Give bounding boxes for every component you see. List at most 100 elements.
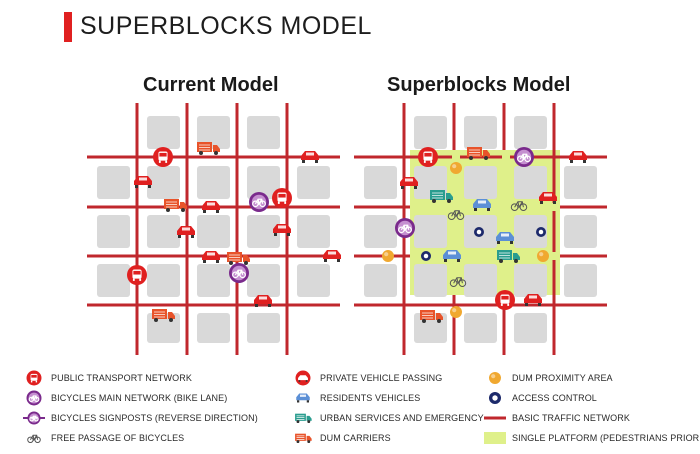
public-transport-icon xyxy=(127,265,147,285)
legend-item: RESIDENTS VEHICLES xyxy=(292,390,420,406)
private-vehicle-car xyxy=(134,176,152,188)
dum-proximity-dot xyxy=(537,250,549,262)
legend-item: BASIC TRAFFIC NETWORK xyxy=(484,410,630,426)
bicycle-main-network-icon xyxy=(249,192,269,212)
public-transport-icon xyxy=(418,147,438,167)
access-control-icon xyxy=(489,392,501,404)
platform-swatch xyxy=(484,432,506,444)
single-platform-area xyxy=(502,150,510,295)
residents-vehicle-car xyxy=(473,199,491,211)
title-accent-bar xyxy=(64,12,72,42)
city-block xyxy=(564,166,597,199)
public-transport-icon xyxy=(26,370,42,386)
city-block xyxy=(514,116,547,149)
legend-label: DUM PROXIMITY AREA xyxy=(512,373,613,383)
urban-services-van xyxy=(430,190,453,203)
dum-carrier-truck xyxy=(197,142,220,155)
free-bicycle-icon xyxy=(510,201,528,211)
city-block xyxy=(147,166,180,199)
city-block xyxy=(514,166,547,199)
legend-label: RESIDENTS VEHICLES xyxy=(320,393,421,403)
car-glyph xyxy=(296,393,310,403)
city-block xyxy=(147,116,180,149)
dum-carrier-truck xyxy=(227,252,250,265)
city-block xyxy=(247,116,280,149)
residents-vehicle-car xyxy=(496,232,514,244)
city-block xyxy=(364,215,397,248)
single-platform-icon xyxy=(484,432,506,444)
city-block xyxy=(297,215,330,248)
city-block xyxy=(197,313,230,343)
city-block xyxy=(297,264,330,297)
legend-item: PRIVATE VEHICLE PASSING xyxy=(292,370,442,386)
legend-item: SINGLE PLATFORM (PEDESTRIANS PRIORITY) xyxy=(484,430,700,446)
city-block xyxy=(514,215,547,248)
legend-label: BICYCLES SIGNPOSTS (REVERSE DIRECTION) xyxy=(51,413,258,423)
superblocks-model-title: Superblocks Model xyxy=(387,74,571,96)
private-vehicle-car xyxy=(301,151,319,163)
van-glyph xyxy=(295,413,312,424)
private-vehicle-car xyxy=(177,226,195,238)
current-model-grid xyxy=(87,103,341,355)
dum-carriers-icon xyxy=(295,433,312,444)
public-transport-icon xyxy=(153,147,173,167)
city-block xyxy=(514,313,547,343)
city-block xyxy=(247,215,280,248)
private-vehicle-car xyxy=(539,192,557,204)
single-platform-area xyxy=(410,252,560,260)
public-transport-icon xyxy=(26,370,42,386)
city-block xyxy=(247,313,280,343)
legend-item: ACCESS CONTROL xyxy=(484,390,597,406)
urban-services-icon xyxy=(295,413,312,424)
legend-item: DUM PROXIMITY AREA xyxy=(484,370,613,386)
city-block xyxy=(464,264,497,297)
city-block xyxy=(297,166,330,199)
legend-label: BICYCLES MAIN NETWORK (BIKE LANE) xyxy=(51,393,228,403)
city-block xyxy=(147,215,180,248)
free-bicycle-icon xyxy=(27,434,41,444)
city-block xyxy=(564,215,597,248)
residents-vehicle-car xyxy=(443,250,461,262)
current-model-title: Current Model xyxy=(143,74,279,96)
car-glyph xyxy=(298,375,308,382)
city-block xyxy=(97,166,130,199)
private-vehicle-car xyxy=(202,251,220,263)
city-block xyxy=(364,264,397,297)
legend-item: BICYCLES MAIN NETWORK (BIKE LANE) xyxy=(23,390,227,406)
dum-carrier-truck xyxy=(467,147,490,160)
dum-proximity-dot xyxy=(382,250,394,262)
city-block xyxy=(464,116,497,149)
legend-item: PUBLIC TRANSPORT NETWORK xyxy=(23,370,192,386)
bicycle-main-network-icon xyxy=(395,218,415,238)
dum-proximity-icon xyxy=(489,372,501,384)
superblocks-model-grid xyxy=(354,103,607,355)
free-bicycle-icon xyxy=(449,277,467,288)
dum-proximity-dot xyxy=(450,306,462,318)
single-platform-area xyxy=(452,150,460,295)
city-block xyxy=(147,264,180,297)
city-block xyxy=(97,264,130,297)
legend-item: DUM CARRIERS xyxy=(292,430,391,446)
truck-glyph xyxy=(295,433,312,444)
city-block xyxy=(464,166,497,199)
private-vehicle-car xyxy=(273,224,291,236)
legend-label: PUBLIC TRANSPORT NETWORK xyxy=(51,373,192,383)
legend-label: URBAN SERVICES AND EMERGENCY xyxy=(320,413,484,423)
access-control-ring xyxy=(474,227,484,237)
free-bicycle-icon xyxy=(27,434,41,444)
legend-label: FREE PASSAGE OF BICYCLES xyxy=(51,433,185,443)
proximity-dot xyxy=(489,372,501,384)
city-block xyxy=(514,264,547,297)
legend-label: PRIVATE VEHICLE PASSING xyxy=(320,373,443,383)
city-block xyxy=(197,264,230,297)
public-transport-icon xyxy=(495,290,515,310)
bicycle-main-network-icon xyxy=(229,263,249,283)
legend-item: BICYCLES SIGNPOSTS (REVERSE DIRECTION) xyxy=(23,410,258,426)
private-vehicle-car xyxy=(400,177,418,189)
access-control-ring xyxy=(536,227,546,237)
dum-carrier-truck xyxy=(420,310,443,323)
legend-label: DUM CARRIERS xyxy=(320,433,391,443)
bicycle-main-network-icon xyxy=(27,411,41,425)
private-vehicle-car xyxy=(569,151,587,163)
